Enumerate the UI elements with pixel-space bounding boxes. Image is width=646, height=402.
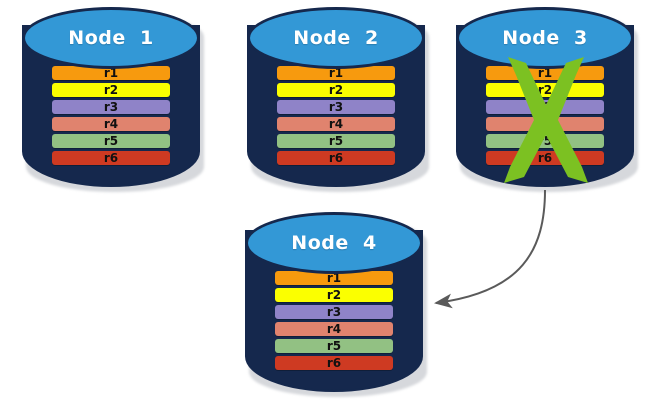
- record-label: r4: [537, 117, 553, 131]
- record-bar[interactable]: r6: [275, 356, 393, 370]
- node-2[interactable]: r1 r2 r3 r4 r5 r6 Node 2: [247, 7, 429, 192]
- replication-arrow: [434, 189, 546, 309]
- record-label: r5: [537, 134, 553, 148]
- record-bar[interactable]: r6: [277, 151, 395, 165]
- cylinder-lid: Node 4: [245, 212, 423, 274]
- record-label: r5: [328, 134, 344, 148]
- record-bar[interactable]: r4: [275, 322, 393, 336]
- node-1[interactable]: r1 r2 r3 r4 r5 r6 Node 1: [22, 7, 204, 192]
- record-label: r4: [328, 117, 344, 131]
- record-label: r3: [326, 305, 342, 319]
- record-label: r5: [326, 339, 342, 353]
- record-bar[interactable]: r3: [52, 100, 170, 114]
- record-label: r2: [326, 288, 342, 302]
- record-bar[interactable]: r4: [486, 117, 604, 131]
- record-label: r2: [103, 83, 119, 97]
- record-bar[interactable]: r2: [275, 288, 393, 302]
- record-bar[interactable]: r2: [486, 83, 604, 97]
- record-label: r2: [328, 83, 344, 97]
- record-bar[interactable]: r6: [486, 151, 604, 165]
- record-bar[interactable]: r2: [277, 83, 395, 97]
- record-label: r6: [103, 151, 119, 165]
- cylinder-lid: Node 1: [22, 7, 200, 69]
- record-list: r1 r2 r3 r4 r5 r6: [52, 66, 170, 165]
- record-bar[interactable]: r3: [277, 100, 395, 114]
- record-label: r2: [537, 83, 553, 97]
- record-bar[interactable]: r5: [486, 134, 604, 148]
- record-bar[interactable]: r6: [52, 151, 170, 165]
- record-bar[interactable]: r5: [275, 339, 393, 353]
- node-4[interactable]: r1 r2 r3 r4 r5 r6 Node 4: [245, 212, 427, 397]
- record-list: r1 r2 r3 r4 r5 r6: [275, 271, 393, 370]
- cylinder-lid: Node 2: [247, 7, 425, 69]
- record-bar[interactable]: r3: [486, 100, 604, 114]
- record-label: r1: [328, 66, 344, 80]
- record-label: r4: [326, 322, 342, 336]
- node-title: Node 3: [502, 27, 588, 49]
- record-label: r4: [103, 117, 119, 131]
- record-label: r6: [326, 356, 342, 370]
- node-title: Node 1: [68, 27, 154, 49]
- record-bar[interactable]: r5: [277, 134, 395, 148]
- record-bar[interactable]: r5: [52, 134, 170, 148]
- record-label: r3: [103, 100, 119, 114]
- cylinder-lid: Node 3: [456, 7, 634, 69]
- record-list: r1 r2 r3 r4 r5 r6: [277, 66, 395, 165]
- record-bar[interactable]: r1: [277, 66, 395, 80]
- record-bar[interactable]: r4: [52, 117, 170, 131]
- node-title: Node 4: [291, 232, 377, 254]
- record-bar[interactable]: r1: [275, 271, 393, 285]
- record-bar[interactable]: r3: [275, 305, 393, 319]
- record-label: r3: [537, 100, 553, 114]
- record-label: r3: [328, 100, 344, 114]
- record-label: r1: [103, 66, 119, 80]
- record-label: r6: [328, 151, 344, 165]
- record-label: r1: [326, 271, 342, 285]
- record-bar[interactable]: r4: [277, 117, 395, 131]
- node-title: Node 2: [293, 27, 379, 49]
- record-bar[interactable]: r1: [52, 66, 170, 80]
- record-label: r5: [103, 134, 119, 148]
- record-bar[interactable]: r2: [52, 83, 170, 97]
- record-label: r6: [537, 151, 553, 165]
